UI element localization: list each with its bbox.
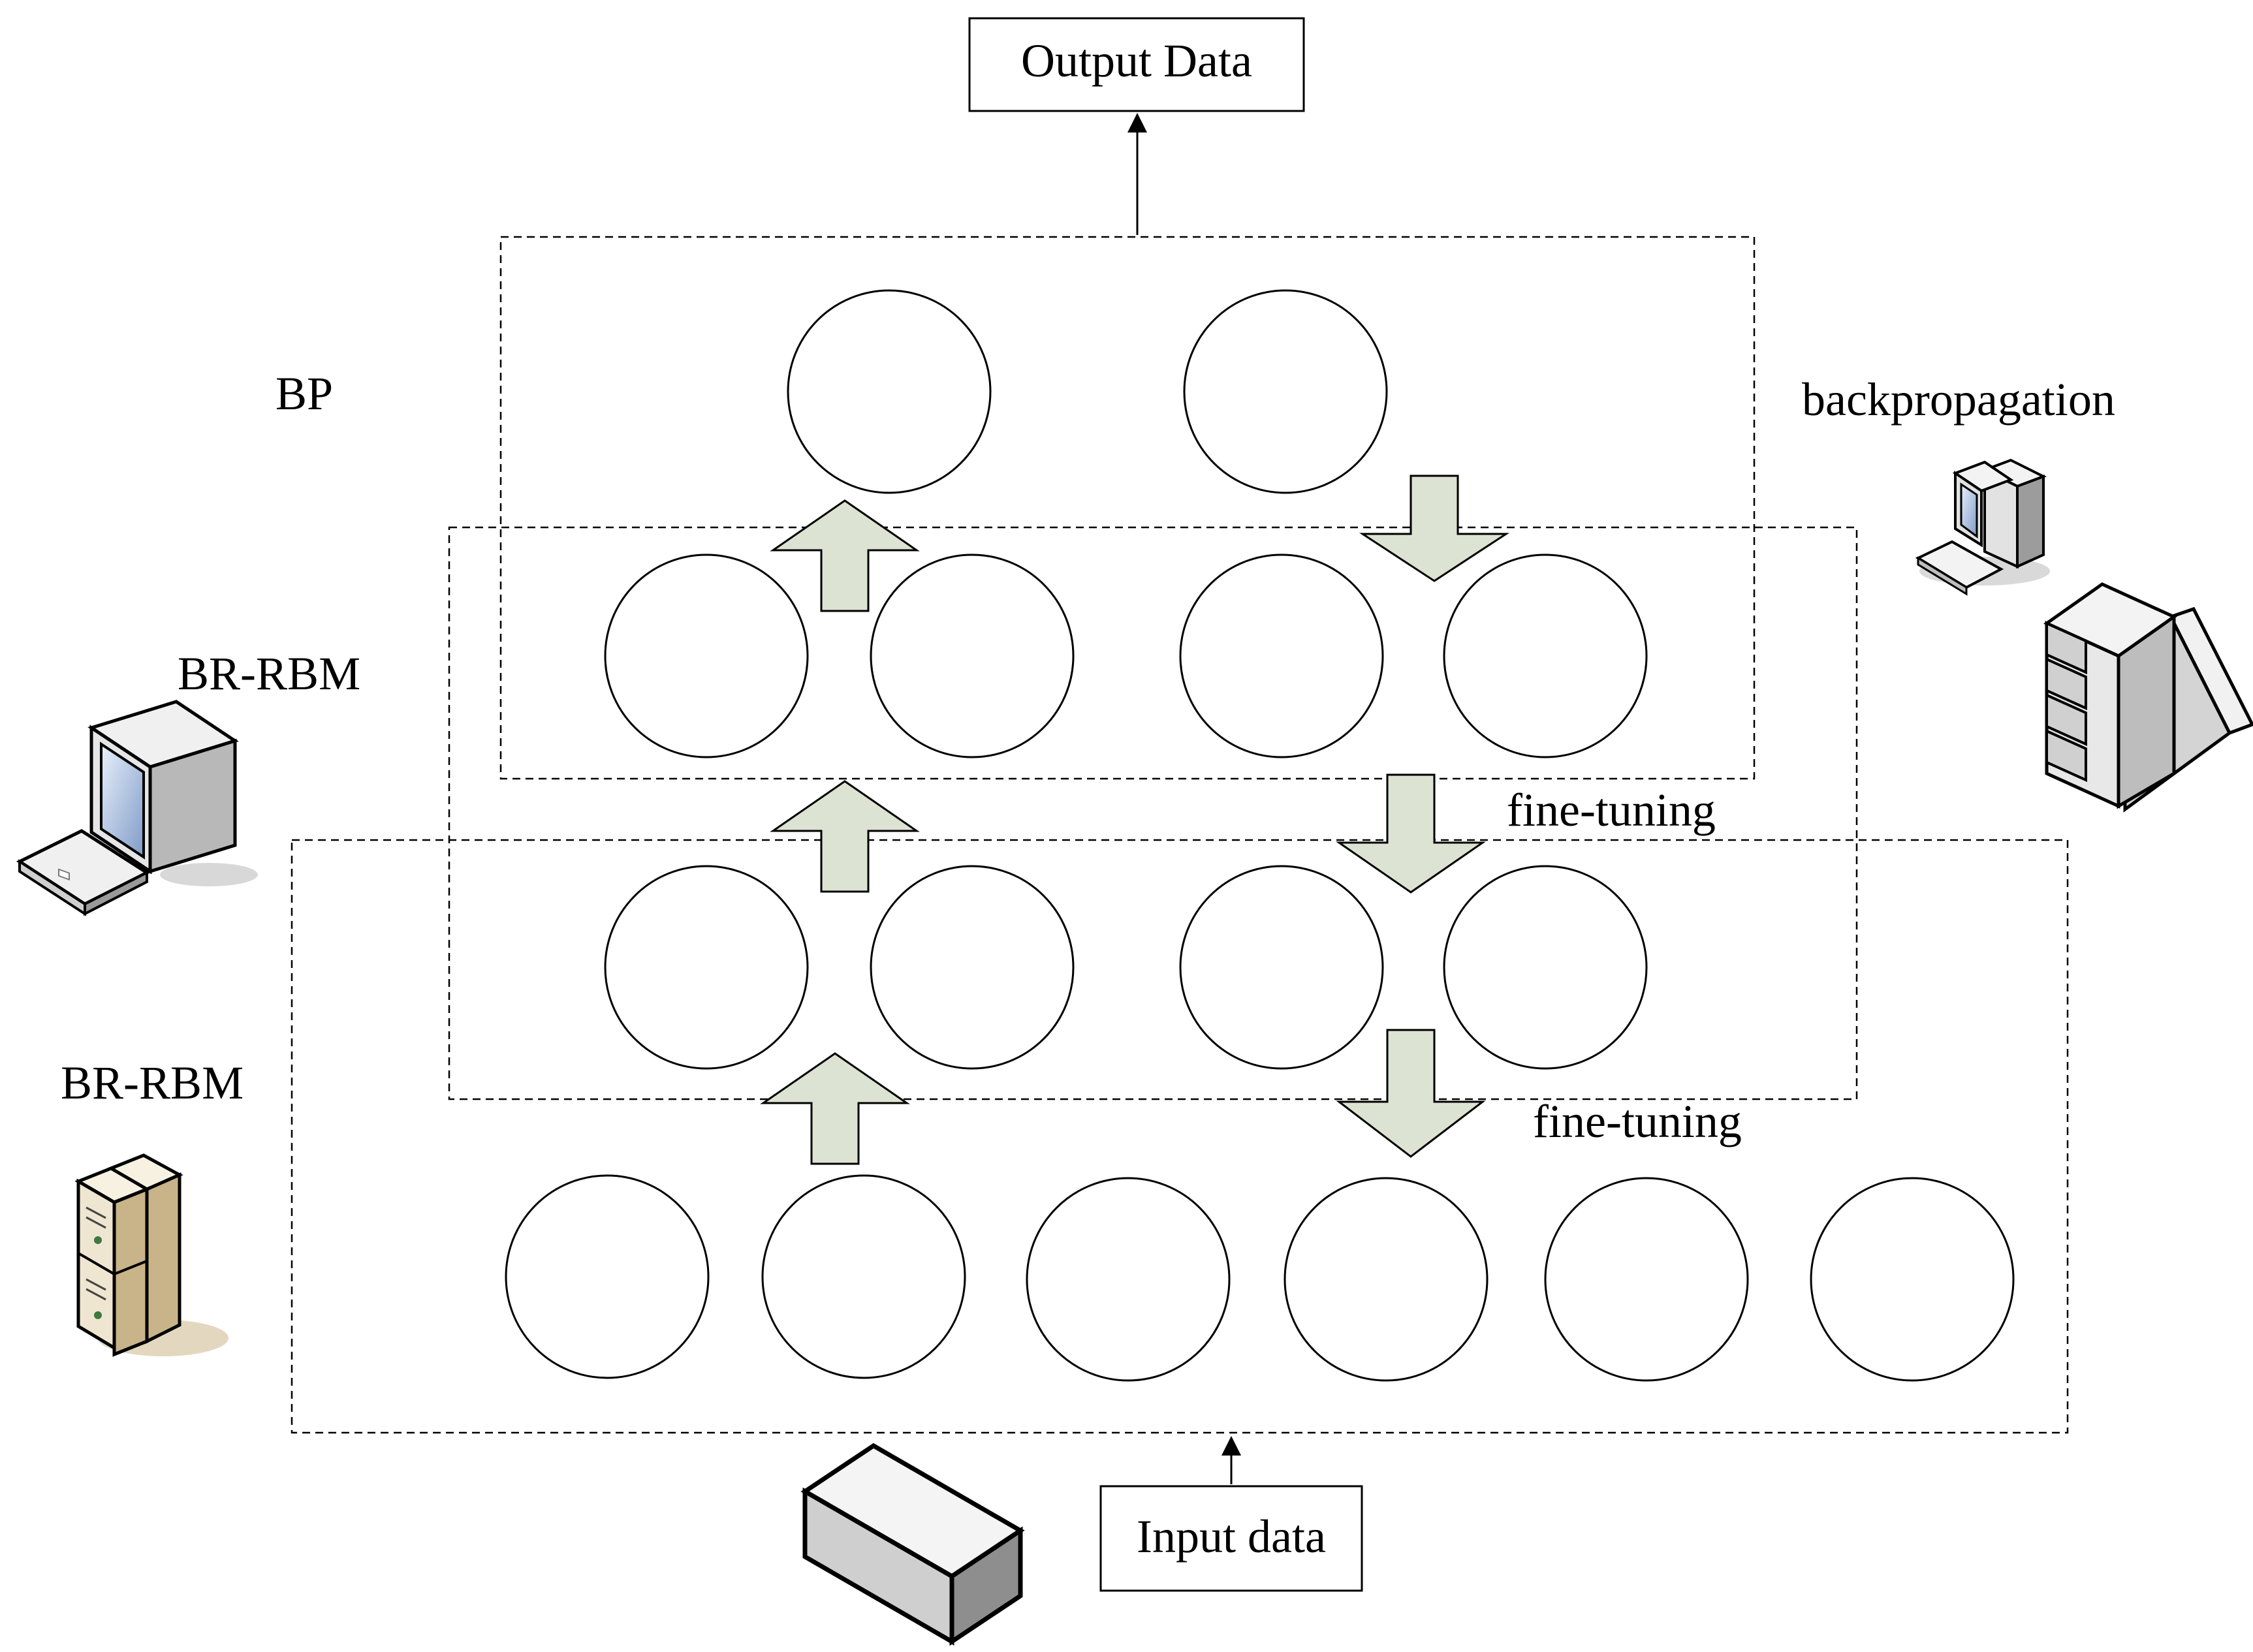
workstation-icon xyxy=(1915,458,2050,596)
hidden1-unit xyxy=(870,865,1075,1070)
bp-unit xyxy=(1183,289,1388,494)
br-rbm-upper-group xyxy=(448,526,1858,1100)
server-rack-icon xyxy=(2043,582,2253,813)
desktop-computer-icon xyxy=(16,700,258,916)
br-rbm-lower-label: BR-RBM xyxy=(61,1057,244,1109)
hidden2-unit xyxy=(870,553,1075,758)
visible-unit xyxy=(1544,1177,1749,1382)
output-data-label: Output Data xyxy=(1021,35,1252,87)
bp-unit xyxy=(787,289,992,494)
visible-unit xyxy=(505,1174,710,1379)
fine-tuning-lower-label: fine-tuning xyxy=(1533,1095,1742,1147)
down-arrow xyxy=(1336,1029,1486,1158)
storage-box-icon xyxy=(800,1442,1025,1646)
input-data-label: Input data xyxy=(1137,1510,1326,1563)
hidden1-unit xyxy=(1443,865,1648,1070)
bp-layer xyxy=(787,289,1388,494)
input-data-box: Input data xyxy=(1099,1485,1363,1592)
bp-layer-group xyxy=(499,236,1756,780)
backpropagation-label: backpropagation xyxy=(1802,373,2115,426)
visible-unit xyxy=(1026,1177,1231,1382)
up-arrow xyxy=(760,1052,910,1165)
br-rbm-upper-label: BR-RBM xyxy=(178,647,360,700)
server-tower-icon xyxy=(74,1153,228,1357)
hidden2-unit xyxy=(604,553,809,758)
fine-tuning-upper-label: fine-tuning xyxy=(1507,784,1716,836)
hidden2-unit xyxy=(1443,553,1648,758)
visible-unit xyxy=(1810,1177,2015,1382)
hidden2-unit xyxy=(1179,553,1384,758)
hidden-layer-2 xyxy=(604,553,1648,758)
hidden1-unit xyxy=(604,865,809,1070)
down-arrow xyxy=(1336,773,1486,894)
visible-unit xyxy=(1284,1177,1489,1382)
br-rbm-lower-group xyxy=(291,839,2069,1434)
visible-unit xyxy=(761,1174,966,1379)
up-arrow xyxy=(770,780,920,893)
hidden-layer-1 xyxy=(604,865,1648,1070)
bp-label: BP xyxy=(276,367,333,420)
output-data-box: Output Data xyxy=(968,17,1305,112)
visible-layer xyxy=(505,1174,2015,1382)
down-arrow xyxy=(1359,475,1510,582)
up-arrow xyxy=(770,499,920,612)
hidden1-unit xyxy=(1179,865,1384,1070)
